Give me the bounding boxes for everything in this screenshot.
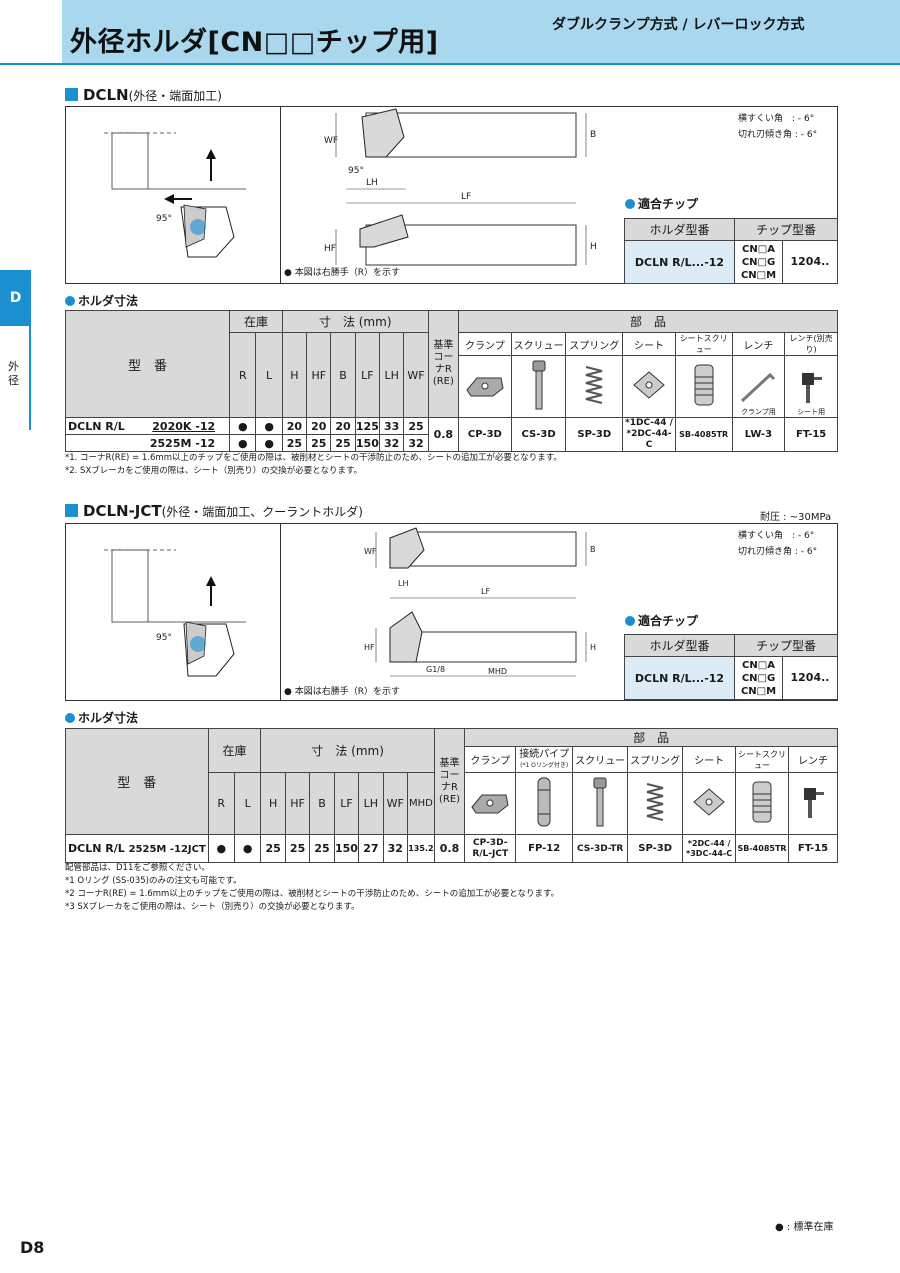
table-row: DCLN R/L 2525M -12JCT ● ● 25 25 25 150 2… bbox=[65, 834, 838, 863]
seat-screw-part-icon bbox=[674, 355, 733, 418]
table-row: 2525M -12 ● ● 25 25 25 150 32 32 bbox=[64, 434, 838, 452]
svg-text:WF: WF bbox=[364, 547, 377, 556]
drawing-note: ● 本図は右勝手（R）を示す bbox=[284, 687, 400, 697]
svg-text:B: B bbox=[590, 130, 596, 140]
chapter-label: 外径 bbox=[8, 360, 19, 387]
dcln-jct-chip-title: 適合チップ bbox=[625, 612, 698, 629]
svg-text:LF: LF bbox=[461, 192, 471, 202]
dcln-jct-dim-title: ホルダ寸法 bbox=[65, 709, 138, 726]
svg-text:95°: 95° bbox=[156, 214, 172, 224]
page-title: 外径ホルダ[CN□□チップ用] bbox=[70, 27, 439, 58]
dcln-side-view-drawing: WF B LH LF 95° HF H bbox=[324, 108, 597, 266]
svg-text:LH: LH bbox=[366, 178, 378, 188]
header-rule bbox=[0, 63, 900, 65]
seat-wrench-part-icon: シート用 bbox=[784, 355, 838, 418]
seat-part-icon bbox=[682, 772, 737, 835]
svg-text:H: H bbox=[590, 242, 597, 252]
section-name: DCLN-JCT bbox=[83, 502, 162, 520]
dcln-top-view-drawing: 95° bbox=[104, 132, 246, 258]
section-dcln-title: DCLN(外径・端面加工) bbox=[65, 86, 222, 104]
svg-text:LF: LF bbox=[481, 587, 490, 596]
bullet-icon bbox=[625, 199, 635, 209]
dcln-chip-title: 適合チップ bbox=[625, 195, 698, 212]
svg-text:G1/8: G1/8 bbox=[426, 665, 445, 674]
dcln-holder-table: 型 番 在庫 寸 法 (mm) 基準コーナR (RE) 部 品 R L H HF… bbox=[64, 310, 838, 452]
svg-text:HF: HF bbox=[364, 643, 375, 652]
section-desc: (外径・端面加工) bbox=[128, 89, 222, 103]
section-desc: (外径・端面加工、クーラントホルダ) bbox=[161, 505, 363, 519]
section-name: DCLN bbox=[83, 86, 129, 104]
header-band bbox=[62, 0, 900, 64]
svg-text:LH: LH bbox=[398, 579, 408, 588]
svg-text:95°: 95° bbox=[348, 166, 364, 176]
dcln-angles: 横すくい角 : - 6° 切れ刃傾き角 : - 6° bbox=[738, 114, 818, 140]
dcln-jct-top-view-drawing: 95° bbox=[104, 549, 246, 677]
spring-part-icon bbox=[627, 772, 684, 835]
drawing-note: ● 本図は右勝手（R）を示す bbox=[284, 268, 400, 278]
page-header: 外径ホルダ[CN□□チップ用] ダブルクランプ方式 / レバーロック方式 bbox=[0, 0, 900, 65]
dcln-jct-angles: 横すくい角 : - 6° 切れ刃傾き角 : - 6° bbox=[738, 531, 818, 557]
svg-text:B: B bbox=[590, 545, 596, 554]
stock-legend: ● : 標準在庫 bbox=[775, 1222, 834, 1233]
svg-text:HF: HF bbox=[324, 244, 336, 254]
section-marker-icon bbox=[65, 88, 78, 101]
clamp-part-icon bbox=[458, 355, 512, 418]
table-row: DCLN R/L 2020K -12 ● ● 20 20 20 125 33 2… bbox=[64, 417, 838, 452]
pressure-rating: 耐圧 : ~30MPa bbox=[760, 512, 832, 523]
seat-part-icon bbox=[622, 355, 676, 418]
dcln-dim-title: ホルダ寸法 bbox=[65, 292, 138, 309]
seat-screw-part-icon bbox=[735, 772, 789, 835]
clamp-part-icon bbox=[464, 772, 517, 835]
wrench-part-icon: クランプ用 bbox=[731, 355, 786, 418]
section-dcln-jct-title: DCLN-JCT(外径・端面加工、クーラントホルダ) bbox=[65, 502, 363, 520]
page-number: D8 bbox=[20, 1238, 45, 1257]
dcln-notes: *1. コーナR(RE) = 1.6mm以上のチップをご使用の際は、被削材とシー… bbox=[65, 453, 562, 476]
bullet-icon bbox=[625, 616, 635, 626]
bullet-icon bbox=[65, 713, 75, 723]
wrench-part-icon bbox=[788, 772, 838, 835]
dcln-jct-holder-table: 型 番 在庫 寸 法 (mm) 基準コーナR (RE) 部 品 クランプ 接続パ… bbox=[65, 728, 838, 863]
svg-text:95°: 95° bbox=[156, 633, 172, 643]
bullet-icon bbox=[65, 296, 75, 306]
pipe-part-icon bbox=[515, 772, 574, 835]
dcln-drawing-box: 95° WF B LH LF 95° HF H ● 本図は右勝手（R）を示す 横… bbox=[65, 106, 838, 284]
page-subtitle: ダブルクランプ方式 / レバーロック方式 bbox=[552, 17, 805, 33]
chapter-tab-rule bbox=[0, 326, 31, 430]
chapter-tab[interactable]: D bbox=[0, 270, 31, 326]
section-marker-icon bbox=[65, 504, 78, 517]
svg-text:MHD: MHD bbox=[488, 667, 507, 676]
screw-part-icon bbox=[572, 772, 629, 835]
screw-part-icon bbox=[510, 355, 567, 418]
spring-part-icon bbox=[565, 355, 624, 418]
dcln-chip-table: ホルダ型番 チップ型番 DCLN R/L...-12 CN□A CN□G CN□… bbox=[624, 218, 838, 284]
dcln-jct-drawing-box: 95° WF B LH LF HF H G1/8 MHD ● 本図は右勝手（R）… bbox=[65, 523, 838, 701]
svg-text:WF: WF bbox=[324, 136, 338, 146]
svg-text:H: H bbox=[590, 643, 596, 652]
dcln-jct-notes: 配管部品は、D11をご参照ください。 *1 Oリング (SS-035)のみの注文… bbox=[65, 863, 560, 912]
dcln-jct-side-view-drawing: WF B LH LF HF H G1/8 MHD bbox=[364, 527, 596, 677]
dcln-jct-chip-table: ホルダ型番 チップ型番 DCLN R/L...-12 CN□A CN□G CN□… bbox=[624, 634, 838, 700]
